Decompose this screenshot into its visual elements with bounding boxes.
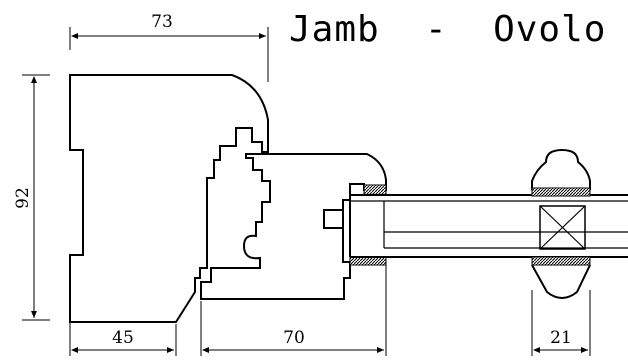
dimension-bottom-right xyxy=(531,290,591,356)
dimension-bottom-left xyxy=(69,322,177,356)
dimension-bottom-mid xyxy=(200,262,387,356)
glazing-bar xyxy=(531,148,591,299)
dimension-bottom-left-label: 45 xyxy=(112,328,134,348)
dimension-bottom-mid-label: 70 xyxy=(283,328,305,348)
drawing-title: Jamb - Ovolo xyxy=(289,9,607,50)
sash-gasket-bottom xyxy=(349,256,387,266)
dimension-top-label: 73 xyxy=(151,12,173,32)
dimension-height xyxy=(22,74,50,321)
dimension-bottom-right-label: 21 xyxy=(550,328,572,348)
glazing-unit xyxy=(349,194,628,258)
sash-rebate xyxy=(323,209,343,229)
sash-gasket-top xyxy=(363,184,387,196)
dimension-height-label: 92 xyxy=(13,187,33,209)
dimension-top xyxy=(69,27,269,82)
frame-profile xyxy=(69,74,269,323)
sash-profile xyxy=(200,153,387,300)
